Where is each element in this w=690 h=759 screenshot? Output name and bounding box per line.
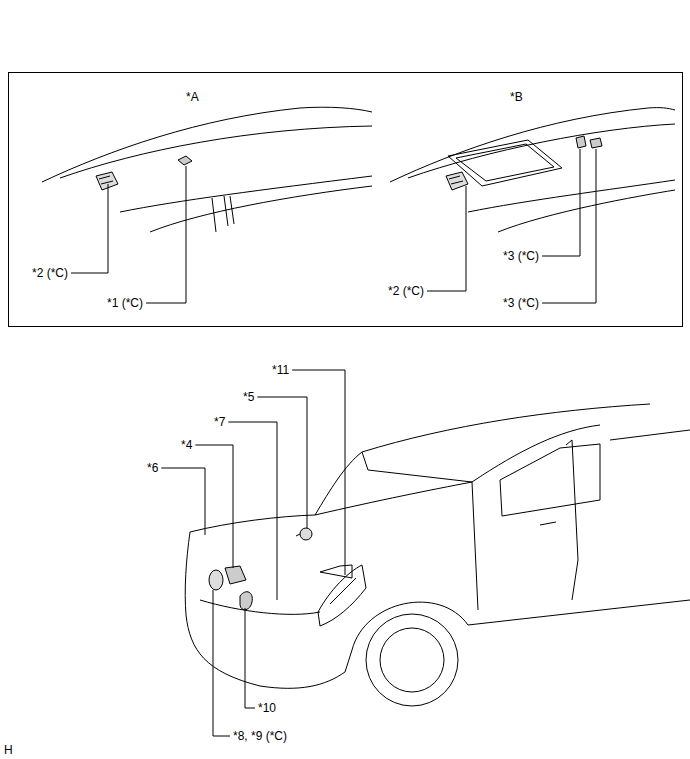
callout-number: *11 [272,364,289,376]
car-front-view [185,404,690,706]
view-label: *5 [243,391,254,403]
callout-number: *2 (*C) [32,267,68,279]
leader-line [427,186,466,291]
callout-number: *1 (*C) [107,297,143,309]
figure-code: H [4,744,13,756]
leader-line [161,468,205,535]
view-label: *A [186,91,199,103]
leader-line [146,166,186,303]
leader-line [542,149,596,303]
leader-line [228,422,277,600]
view-label: *7 [214,416,225,428]
leader-line [257,397,307,528]
view-frame [9,73,683,327]
callout-number: *2 (*C) [388,285,424,297]
leader-line [195,445,233,568]
leader-line [292,370,345,575]
view-label: *B [510,91,523,103]
leader-line [245,608,255,708]
callout-number: *3 (*C) [503,250,539,262]
roof-view-a [42,107,372,232]
leader-line [213,590,230,736]
leader-line [71,184,108,273]
roof-view-b [390,108,675,232]
leader-line [542,149,580,256]
callout-number: *3 (*C) [503,297,539,309]
view-label: *4 [181,439,192,451]
callout-number: *10 [258,702,276,714]
callout-number: *8, *9 (*C) [233,730,287,742]
view-label: *6 [147,462,158,474]
